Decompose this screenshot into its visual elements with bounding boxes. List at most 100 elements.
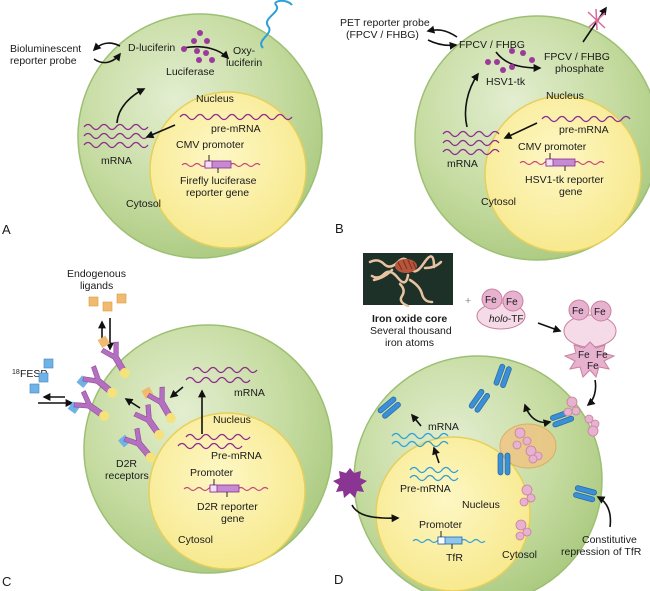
reporter-gene-dna <box>412 531 486 549</box>
product-label-line2: phosphate <box>555 63 604 75</box>
cytosol-label: Cytosol <box>481 196 516 208</box>
panel-c: Endogenous ligands 18 FESP <box>2 268 333 589</box>
fe-label: Fe <box>578 350 590 361</box>
nucleus-circle <box>149 91 307 249</box>
mrna-label: mRNA <box>234 387 265 399</box>
core-desc-line2: iron atoms <box>385 337 434 349</box>
probe-label-line1: Bioluminescent <box>10 43 81 55</box>
fe-label: Fe <box>594 307 606 318</box>
probe-label-line1: PET reporter probe <box>340 17 430 29</box>
export-arrow <box>145 124 176 139</box>
pre-mrna-waves <box>177 433 251 450</box>
gene-label-line2: reporter gene <box>186 187 249 199</box>
fe-label: Fe <box>596 350 608 361</box>
nucleus-label: Nucleus <box>546 90 584 102</box>
nucleus-circle <box>484 95 642 253</box>
panel-b: PET reporter probe (FPCV / FHBG) FPCV / … <box>335 6 650 261</box>
core-title: Iron oxide core <box>372 313 447 325</box>
mrna-to-receptor-arrow <box>410 413 422 427</box>
product-label-line1: FPCV / FHBG <box>544 51 610 63</box>
gene-label-line2: gene <box>221 513 245 525</box>
export-arrow <box>503 122 538 139</box>
cytosol-label: Cytosol <box>502 549 537 561</box>
fesp-probe-squares <box>29 358 54 394</box>
pre-mrna-label: pre-mRNA <box>211 123 261 135</box>
cytosol-label: Cytosol <box>126 198 161 210</box>
gene-label-line1: HSV1-tk reporter <box>525 174 604 186</box>
nucleus-label: Nucleus <box>462 499 500 511</box>
hsv1-tk-enzyme-dots <box>485 48 535 73</box>
panel-d: Iron oxide core Several thousand iron at… <box>333 253 642 591</box>
enzyme-label: HSV1-tk <box>486 76 526 88</box>
probe-out-arrow <box>426 25 458 38</box>
repression-label-line1: Constitutive <box>582 534 637 546</box>
iron-oxide-core-image <box>363 253 453 308</box>
efflux-blocked-arrow <box>582 6 607 43</box>
reporter-gene-dna <box>519 153 605 171</box>
pre-mrna-wave <box>179 113 293 121</box>
activation-arrow <box>351 504 400 523</box>
fe-label: Fe <box>587 361 599 372</box>
tf-receptor-complex: Fe Fe Fe Fe Fe <box>563 299 617 379</box>
endogenous-ligand-squares <box>88 293 127 312</box>
product-label-line2: luciferin <box>226 57 262 69</box>
reporter-gene-dna <box>181 155 261 173</box>
mrna-waves <box>442 130 500 156</box>
panel-letter-d: D <box>334 572 343 587</box>
translation-arrow <box>464 72 479 128</box>
repression-arrow <box>596 496 612 528</box>
nucleus-label: Nucleus <box>213 414 251 426</box>
mrna-label: mRNA <box>101 155 132 167</box>
panel-letter-a: A <box>2 222 11 237</box>
export-arrow <box>432 446 440 464</box>
substrate-label: D-luciferin <box>128 42 175 54</box>
reaction-arrow <box>182 45 230 60</box>
mrna-label: mRNA <box>447 158 478 170</box>
mrna-to-receptor-arrow <box>169 386 184 399</box>
probe-label-line2: reporter probe <box>10 55 77 67</box>
promoter-label: Promoter <box>419 519 463 531</box>
probe-in-arrow <box>427 39 458 50</box>
gene-label-line1: D2R reporter <box>197 501 258 513</box>
tfr-receptors <box>377 363 598 503</box>
fe-label: Fe <box>572 306 584 317</box>
ligands-label-line2: ligands <box>80 280 113 292</box>
plus-sign: + <box>465 295 471 307</box>
pre-mrna-label: Pre-mRNA <box>400 483 451 495</box>
holo-italic: holo <box>489 314 508 325</box>
luciferase-enzyme-dots <box>181 30 215 63</box>
fe-label: Fe <box>506 297 518 308</box>
mrna-waves <box>391 432 449 448</box>
substrate-label: FPCV / FHBG <box>459 39 525 51</box>
enzyme-label: Luciferase <box>166 66 215 78</box>
light-emission-icon <box>260 0 293 49</box>
gene-label-line1: Firefly luciferase <box>180 175 257 187</box>
mrna-label: mRNA <box>428 421 459 433</box>
mrna-waves <box>185 366 258 384</box>
mrna-waves <box>83 123 149 149</box>
gene-label-line2: gene <box>559 186 583 198</box>
translation-arrow <box>116 88 146 124</box>
holo-transferrin: Fe Fe holo-TF <box>476 288 526 330</box>
nucleus-label: Nucleus <box>196 93 234 105</box>
core-desc-line1: Several thousand <box>370 325 452 337</box>
receptors-label-line1: D2R <box>116 458 137 470</box>
promoter-label: Promoter <box>190 467 234 479</box>
pre-mrna-label: pre-mRNA <box>559 124 609 136</box>
pre-mrna-wave <box>541 115 631 123</box>
pre-mrna-label: Pre-mRNA <box>211 450 262 462</box>
binding-arrow <box>537 322 562 333</box>
gene-label: TfR <box>446 552 463 564</box>
holo-tf-label: holo-TF <box>489 314 523 325</box>
cytosol-label: Cytosol <box>178 534 213 546</box>
probe-in-arrow <box>92 42 121 52</box>
panel-letter-b: B <box>335 221 344 236</box>
product-label-line1: Oxy- <box>233 45 256 57</box>
recycling-arrow <box>523 403 552 428</box>
repression-label-line2: repression of TfR <box>561 546 642 558</box>
promoter-label: CMV promoter <box>518 141 587 153</box>
activator-star-icon <box>333 468 367 498</box>
probe-superscript: 18 <box>12 369 20 376</box>
receptor-trafficking-arrow <box>124 398 141 409</box>
